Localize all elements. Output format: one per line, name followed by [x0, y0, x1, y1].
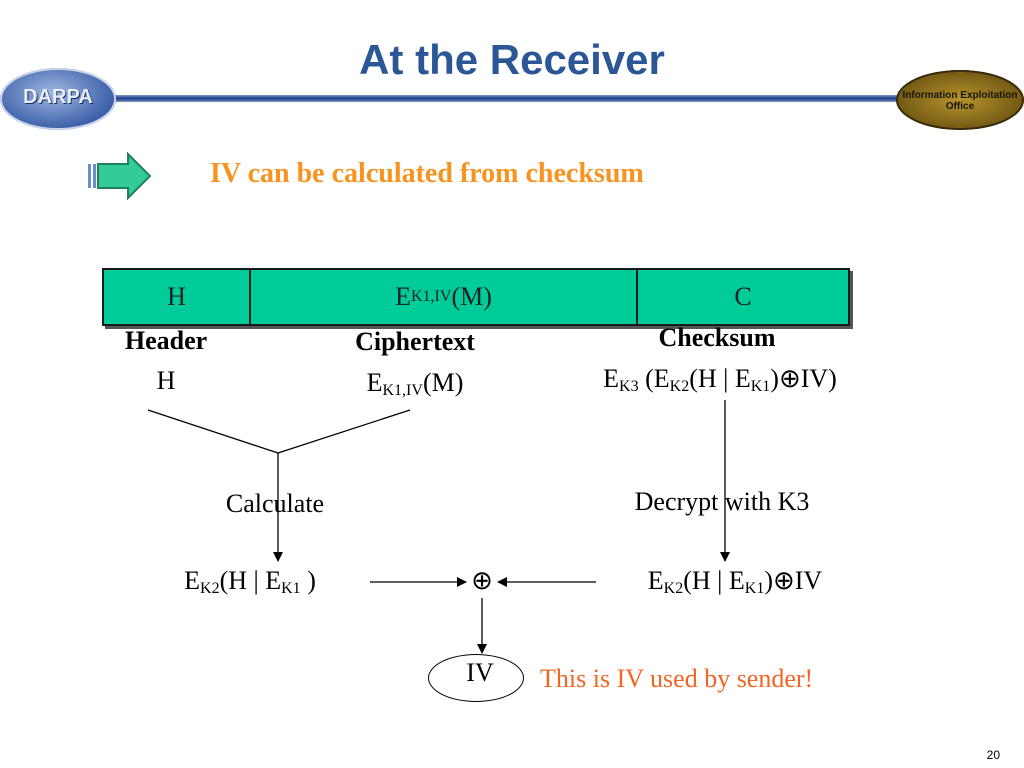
- arrow-bullet-icon: [88, 152, 152, 200]
- slide-subtitle: IV can be calculated from checksum: [210, 158, 644, 189]
- right-result: EK2(H | EK1)⊕IV: [647, 566, 823, 597]
- table-cell-checksum: C: [636, 270, 848, 324]
- checksum-title: Checksum: [658, 323, 776, 352]
- ciphertext-title: Ciphertext: [355, 327, 475, 356]
- table-cell-header: H: [167, 282, 186, 311]
- ciphertext-value: EK1,IV(M): [366, 368, 464, 399]
- calculate-label: Calculate: [225, 489, 325, 518]
- xor-symbol: ⊕: [471, 566, 493, 595]
- checksum-value: EK3 (EK2(H | EK1)⊕IV): [603, 364, 837, 395]
- ixo-logo: Information Exploitation Office: [896, 70, 1024, 130]
- iv-result: IV: [466, 658, 494, 687]
- header-value: H: [156, 366, 176, 395]
- left-result: EK2(H | EK1 ): [184, 566, 316, 597]
- connector-header: [147, 409, 279, 454]
- connector-ciphertext: [277, 409, 411, 454]
- header-title: Header: [124, 326, 208, 355]
- header-rule: [110, 95, 910, 102]
- darpa-logo: DARPA: [0, 68, 116, 130]
- sender-note: This is IV used by sender!: [540, 664, 814, 693]
- decrypt-label: Decrypt with K3: [634, 487, 810, 516]
- page-number: 20: [986, 748, 1000, 762]
- darpa-logo-text: DARPA: [23, 86, 93, 108]
- iv-oval: [428, 654, 524, 702]
- ixo-logo-text: Information Exploitation Office: [902, 90, 1018, 112]
- slide-title: At the Receiver: [359, 36, 665, 83]
